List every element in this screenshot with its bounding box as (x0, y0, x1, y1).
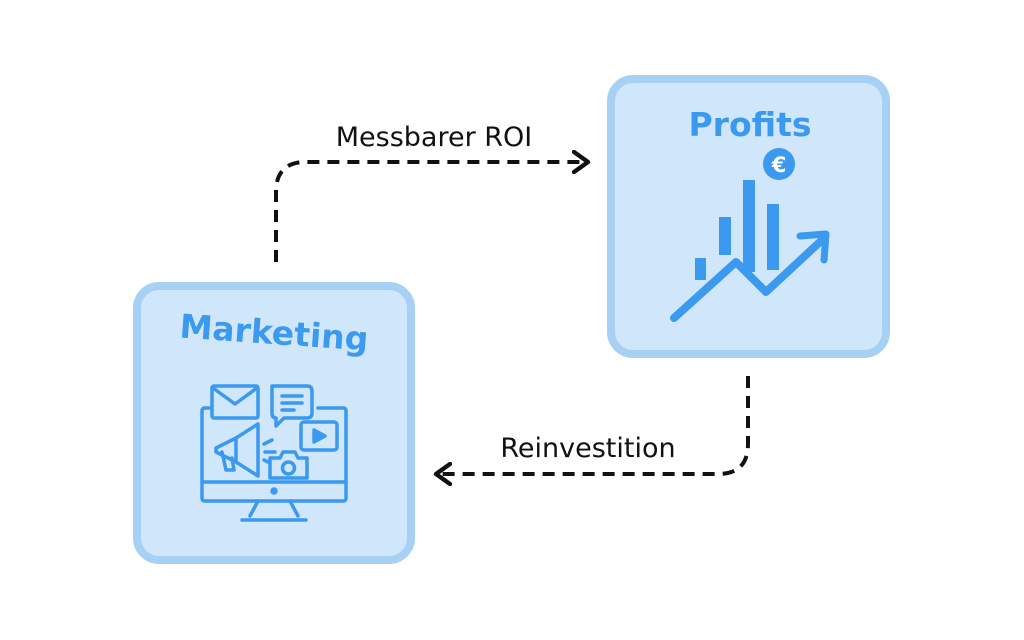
edge-reinvest-line (438, 376, 750, 474)
euro-symbol: € (771, 153, 787, 177)
euro-coin-icon (763, 148, 795, 180)
edge-roi-line (274, 162, 586, 262)
growth-chart-euro-icon: € (670, 148, 830, 322)
edge-reinvest: Reinvestition (438, 376, 750, 474)
edge-roi: Messbarer ROI (274, 122, 586, 262)
edge-reinvest-label: Reinvestition (500, 433, 675, 464)
node-profits-title: Profits (688, 105, 811, 144)
node-profits: Profits € (607, 75, 890, 358)
node-marketing-box (133, 282, 415, 564)
edge-roi-label: Messbarer ROI (336, 122, 533, 153)
monitor-marketing-icon (200, 384, 348, 522)
node-marketing: Marketing (133, 282, 415, 564)
